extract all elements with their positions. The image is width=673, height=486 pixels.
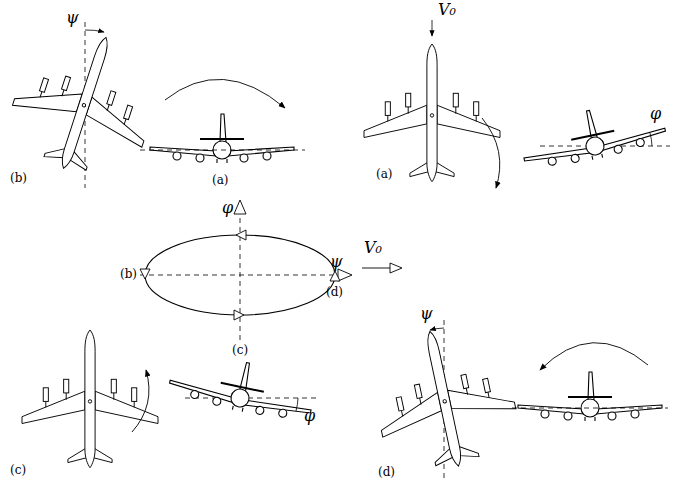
angle-symbol: V₀: [438, 2, 456, 18]
direction-arrowhead: [140, 269, 150, 279]
reference-line: [185, 398, 316, 399]
direction-arrowhead: [330, 271, 340, 281]
yaw-angle-arc: [430, 328, 444, 330]
psi-axis: [140, 275, 340, 276]
aircraft-top-view: [0, 16, 171, 189]
axis-arrowhead: [338, 269, 352, 281]
phase-label: (c): [10, 464, 26, 476]
aircraft-front-view: [517, 96, 668, 174]
phase-label: (a): [212, 174, 229, 186]
angle-symbol: ψ: [420, 306, 433, 322]
roll-arrow: [540, 343, 648, 370]
phi-axis: [240, 212, 241, 340]
aircraft-front-view: [518, 372, 662, 421]
angle-symbol: φ: [650, 106, 661, 122]
angle-symbol: ψ: [66, 10, 79, 26]
angle-symbol: ψ: [330, 254, 343, 270]
reference-line: [512, 408, 668, 409]
velocity-arrow: [432, 20, 433, 36]
velocity-arrow: [362, 268, 392, 269]
yaw-arrow: [132, 370, 149, 432]
reference-line: [140, 150, 305, 151]
direction-arrowhead: [234, 310, 244, 320]
axis-arrowhead: [234, 200, 246, 214]
angle-symbol: φ: [304, 408, 315, 424]
phase-label: (d): [378, 466, 395, 478]
yaw-angle-arc: [85, 30, 104, 32]
phase-label: (b): [120, 268, 137, 280]
phase-label: (a): [376, 168, 393, 180]
aircraft-top-view: [364, 44, 500, 182]
phase-label: (d): [326, 286, 343, 298]
aircraft-top-view: [363, 317, 525, 480]
direction-arrowhead: [236, 230, 246, 240]
yaw-arrow: [482, 118, 500, 188]
aircraft-top-view: [22, 330, 158, 468]
aircraft-front-view: [167, 348, 318, 426]
bank-angle-arc: [296, 398, 298, 411]
angle-symbol: φ: [222, 200, 233, 216]
phase-label: (b): [10, 172, 27, 184]
angle-symbol: V₀: [364, 240, 382, 256]
aircraft-front-view: [150, 114, 294, 163]
phase-label: (c): [232, 344, 248, 356]
phase-ellipse: [145, 235, 335, 315]
roll-arrow: [165, 79, 285, 108]
axis-arrowhead: [390, 263, 402, 273]
bank-angle-arc: [650, 133, 652, 146]
